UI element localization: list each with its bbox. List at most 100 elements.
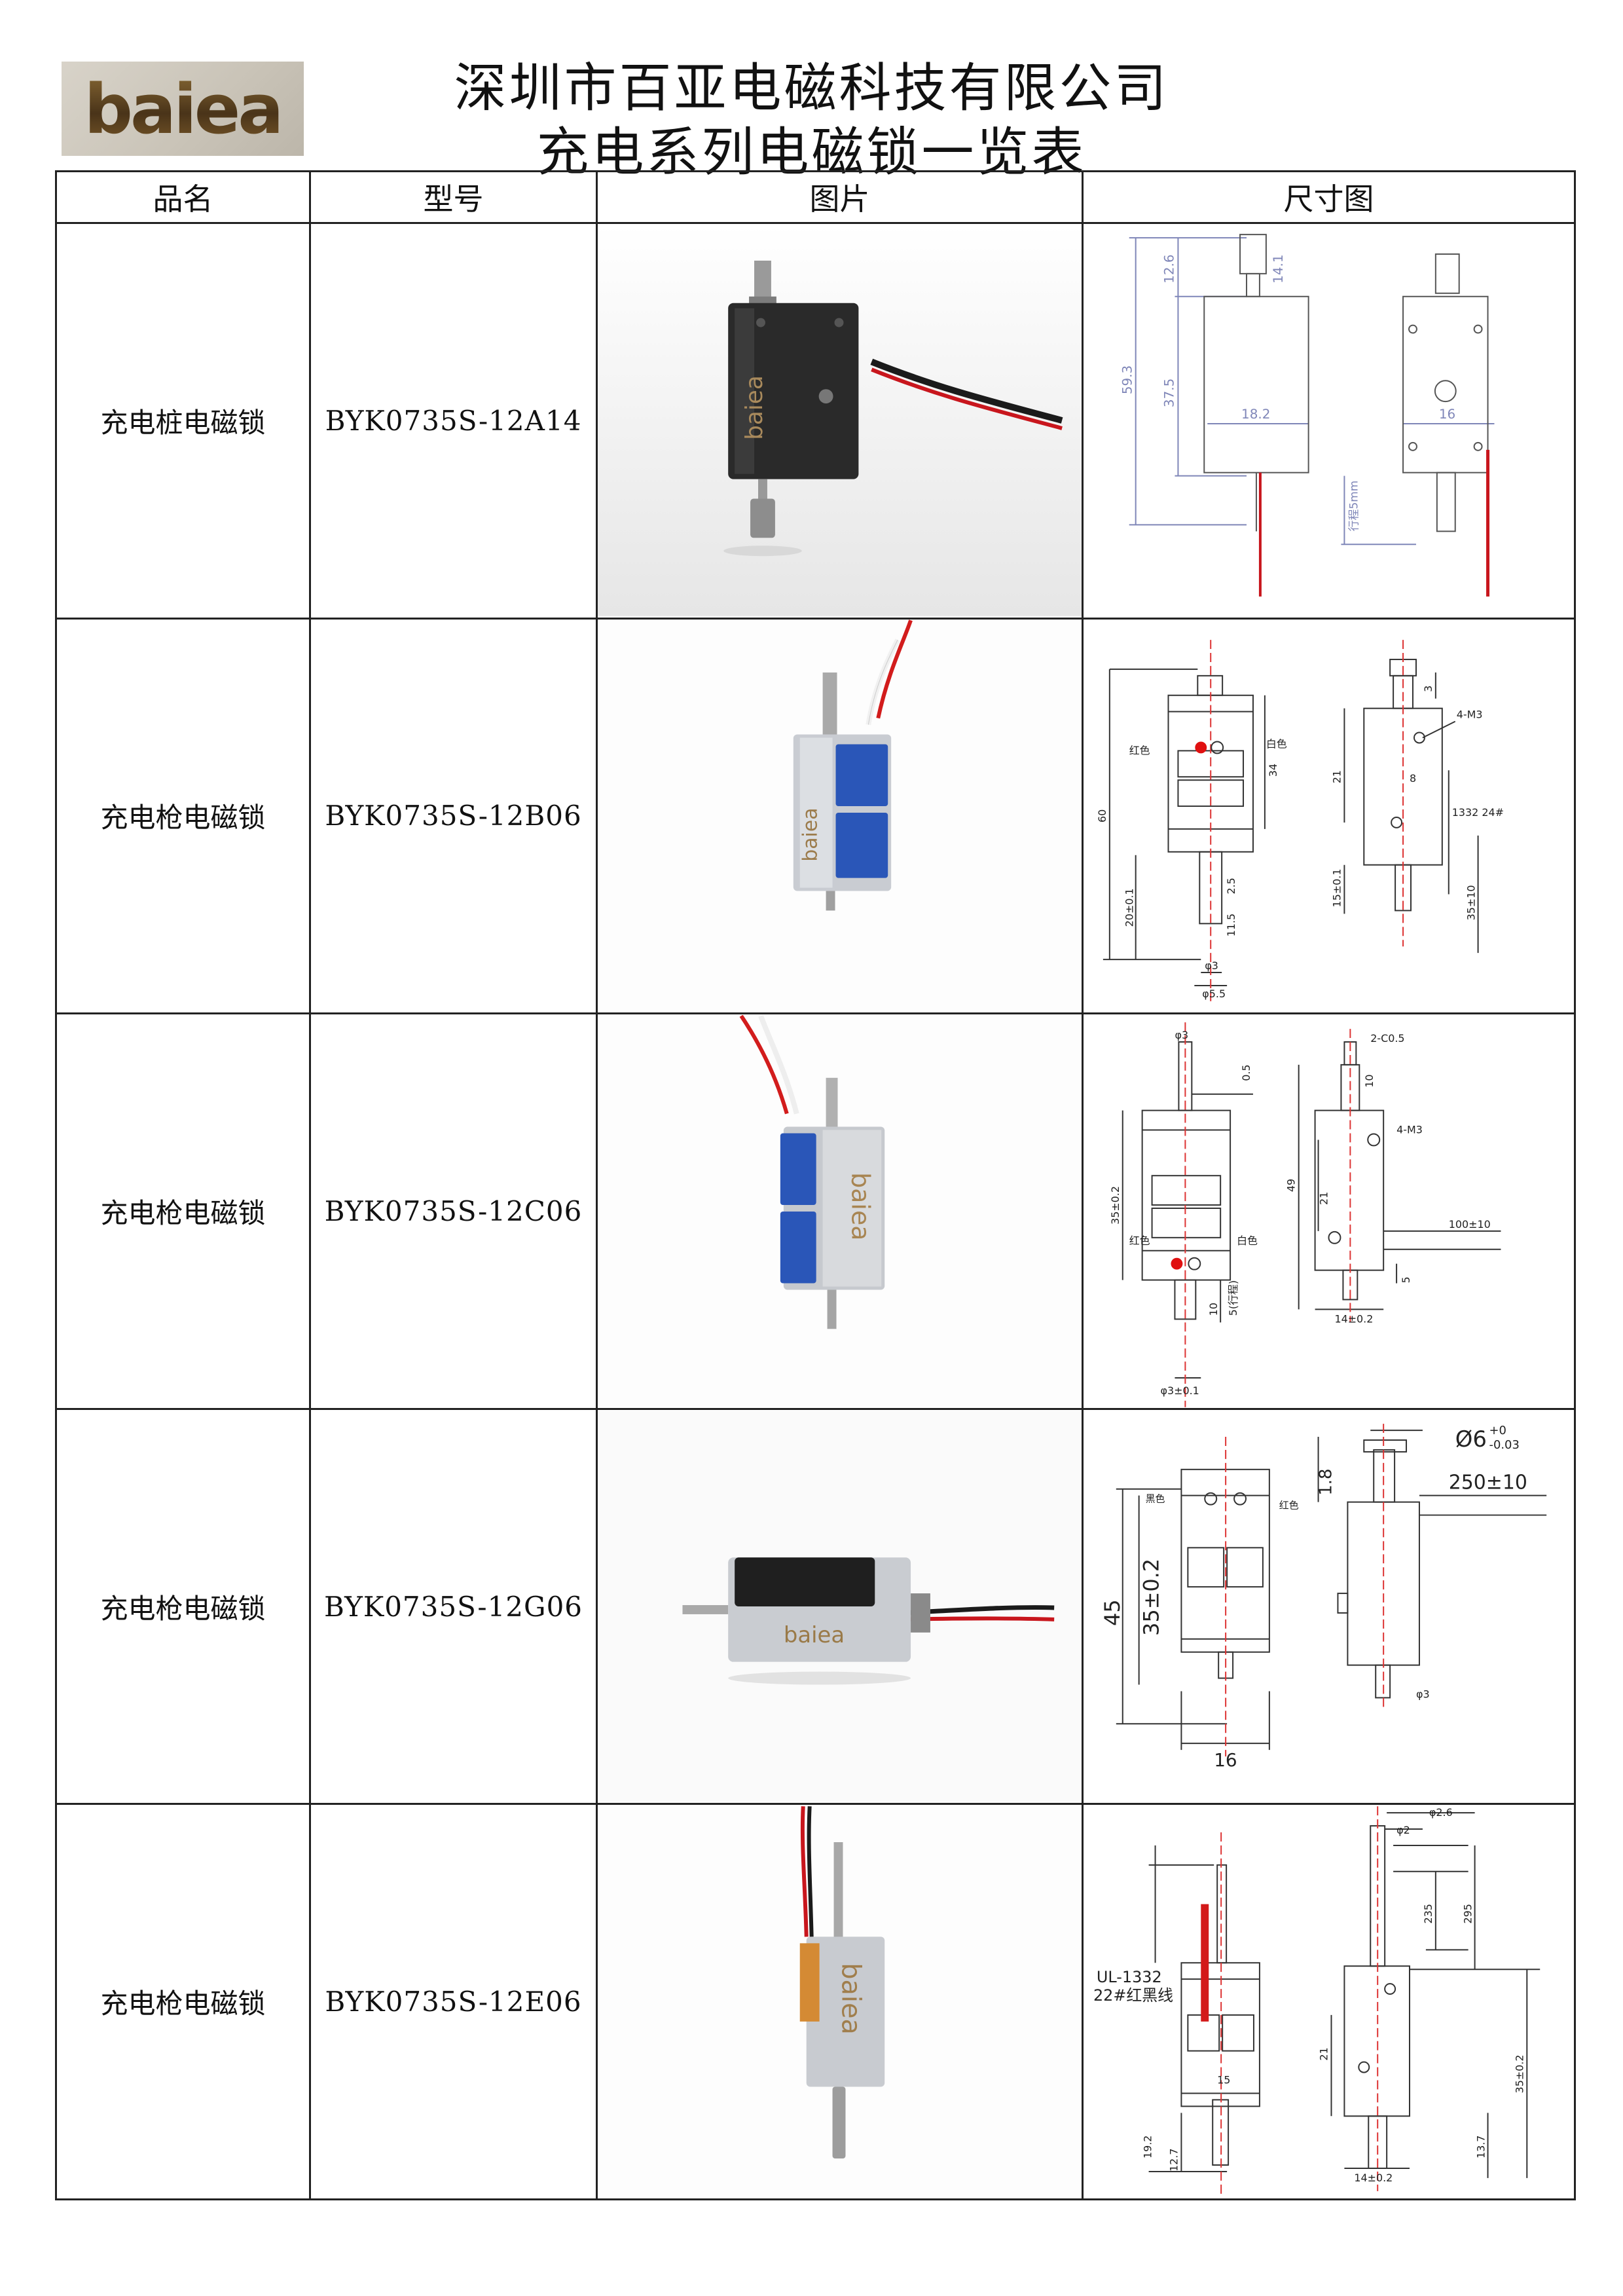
dim-label: 15: [1217, 2073, 1230, 2086]
dim-label: 20±0.1: [1123, 888, 1136, 927]
dim-label: 49: [1285, 1178, 1298, 1191]
dim-label: 21: [1330, 770, 1343, 783]
solenoid-photo-vertical: baiea: [598, 1805, 1082, 2198]
logo-mark: baiea: [741, 376, 768, 441]
dim-label: 2-C0.5: [1370, 1032, 1404, 1045]
dim-label: φ2.6: [1429, 1806, 1453, 1819]
product-photo: baiea: [596, 1803, 1084, 2200]
dim-label: 13.7: [1475, 2135, 1487, 2158]
dim-label: 295: [1462, 1904, 1474, 1923]
product-name: 充电枪电磁锁: [55, 617, 311, 1015]
dim-label: 18.2: [1241, 407, 1270, 422]
table-row: 充电枪电磁锁 BYK0735S-12G06 baiea: [55, 1407, 1576, 1805]
dim-label: φ2: [1396, 1824, 1410, 1836]
dim-label: 红色: [1129, 744, 1150, 756]
dimension-drawing-svg: Ø6 +0 -0.03 250±10 45 35±0.2 1.8 黑色 红色 φ…: [1100, 1424, 1547, 1771]
dim-label: 16: [1439, 407, 1455, 422]
dim-label: 12.6: [1161, 255, 1176, 284]
logo-mark: baiea: [799, 807, 822, 861]
dim-label: 10: [1207, 1303, 1220, 1316]
dimension-drawing: φ2.6 φ2 UL-1332 22#红黑线 235 295 21 35±0.2…: [1082, 1803, 1576, 2200]
dimension-drawing-svg: φ3 0.5 2-C0.5 10 4-M3 35±0.2 49 21 红色 白色…: [1109, 1022, 1501, 1407]
dim-label: 16: [1214, 1749, 1237, 1771]
product-model: BYK0735S-12E06: [309, 1803, 598, 2200]
dim-label: 60: [1096, 809, 1108, 823]
solenoid-photo-blue-2: baiea: [598, 1014, 1082, 1407]
table-row: 充电桩电磁锁 BYK0735S-12A14 baiea: [55, 222, 1576, 620]
dim-label: +0: [1489, 1424, 1506, 1437]
dim-label: Ø6: [1455, 1426, 1487, 1452]
dim-label: 59.3: [1120, 365, 1135, 394]
dimension-drawing: φ3 0.5 2-C0.5 10 4-M3 35±0.2 49 21 红色 白色…: [1082, 1012, 1576, 1410]
dim-label: 5: [1400, 1276, 1412, 1283]
dim-label: 3: [1422, 686, 1434, 692]
dim-label: φ3: [1416, 1688, 1430, 1701]
dim-label: 34: [1267, 764, 1279, 777]
product-name: 充电枪电磁锁: [55, 1012, 311, 1410]
dimension-drawing: 60 34 红色 白色 20±0.1 2.5 11.5 φ3 φ5.5 4-M3…: [1082, 617, 1576, 1015]
dim-label: 白色: [1266, 737, 1287, 750]
table-row: 充电枪电磁锁 BYK0735S-12B06 baiea: [55, 617, 1576, 1015]
dim-label: 2.5: [1225, 878, 1237, 894]
dim-label: 35±0.2: [1513, 2054, 1525, 2093]
dim-label: 21: [1318, 1191, 1330, 1204]
dim-label: 22#红黑线: [1093, 1986, 1173, 2005]
solenoid-photo-black: baiea: [598, 225, 1082, 617]
dim-label: 0.5: [1240, 1064, 1252, 1081]
product-name: 充电桩电磁锁: [55, 222, 311, 620]
dim-label: 35±0.2: [1139, 1559, 1164, 1636]
dim-label: -0.03: [1489, 1438, 1520, 1452]
dim-label: 37.5: [1161, 379, 1176, 407]
dim-label: 12.7: [1167, 2148, 1180, 2171]
dim-label: 14±0.2: [1354, 2172, 1393, 2184]
dim-label: 行程5mm: [1347, 481, 1360, 532]
dim-label: φ5.5: [1202, 988, 1226, 1000]
company-name: 深圳市百亚电磁科技有限公司: [454, 58, 1169, 119]
product-photo: baiea: [596, 1407, 1084, 1805]
logo-mark: baiea: [846, 1172, 875, 1240]
dim-label: 11.5: [1225, 914, 1237, 936]
dim-label: 35±10: [1465, 885, 1478, 920]
table-row: 充电枪电磁锁 BYK0735S-12E06 baiea: [55, 1803, 1576, 2200]
dim-label: UL-1332: [1097, 1968, 1162, 1986]
dim-label: 235: [1422, 1904, 1434, 1923]
solenoid-photo-blue: baiea: [598, 620, 1082, 1012]
dim-label: 5(行程): [1227, 1280, 1239, 1315]
dimension-drawing: Ø6 +0 -0.03 250±10 45 35±0.2 1.8 黑色 红色 φ…: [1082, 1407, 1576, 1805]
dim-label: 250±10: [1449, 1472, 1527, 1494]
logo-mark: baiea: [784, 1622, 845, 1648]
dim-label: φ3: [1205, 959, 1218, 972]
logo-mark: baiea: [835, 1963, 866, 2035]
product-model: BYK0735S-12A14: [309, 222, 598, 620]
dimension-drawing-svg: 59.3 12.6 14.1 37.5 18.2 16 行程5mm: [1120, 234, 1495, 597]
dim-label: 14.1: [1271, 255, 1286, 284]
table-header-row: 品名 型号 图片 尺寸图: [55, 170, 1576, 225]
solenoid-photo-horizontal: baiea: [598, 1411, 1082, 1802]
header-name: 品名: [55, 170, 311, 225]
product-model: BYK0735S-12B06: [309, 617, 598, 1015]
dim-label: 4-M3: [1396, 1123, 1423, 1136]
dim-label: 黑色: [1146, 1493, 1165, 1505]
product-table: 品名 型号 图片 尺寸图 充电桩电磁锁 BYK0735S-12A14 baiea: [55, 170, 1576, 2200]
dim-label: 45: [1100, 1599, 1125, 1626]
product-model: BYK0735S-12G06: [309, 1407, 598, 1805]
dim-label: φ3: [1175, 1029, 1188, 1041]
header-model: 型号: [309, 170, 598, 225]
dim-label: 红色: [1279, 1500, 1299, 1511]
product-name: 充电枪电磁锁: [55, 1803, 311, 2200]
product-name: 充电枪电磁锁: [55, 1407, 311, 1805]
dim-label: 15±0.1: [1330, 868, 1343, 907]
dim-label: 21: [1318, 2047, 1330, 2060]
dim-label: 10: [1363, 1074, 1376, 1087]
company-logo: baiea: [62, 62, 304, 156]
dim-label: 4-M3: [1457, 709, 1483, 721]
product-model: BYK0735S-12C06: [309, 1012, 598, 1410]
dimension-drawing-svg: φ2.6 φ2 UL-1332 22#红黑线 235 295 21 35±0.2…: [1093, 1806, 1541, 2198]
dim-label: 白色: [1237, 1234, 1258, 1246]
dim-label: φ3±0.1: [1161, 1384, 1199, 1396]
dim-label: 100±10: [1449, 1217, 1491, 1230]
dim-label: 14±0.2: [1334, 1312, 1373, 1325]
product-photo: baiea: [596, 1012, 1084, 1410]
header-dimension-drawing: 尺寸图: [1082, 170, 1576, 225]
table-row: 充电枪电磁锁 BYK0735S-12C06 baiea: [55, 1012, 1576, 1410]
